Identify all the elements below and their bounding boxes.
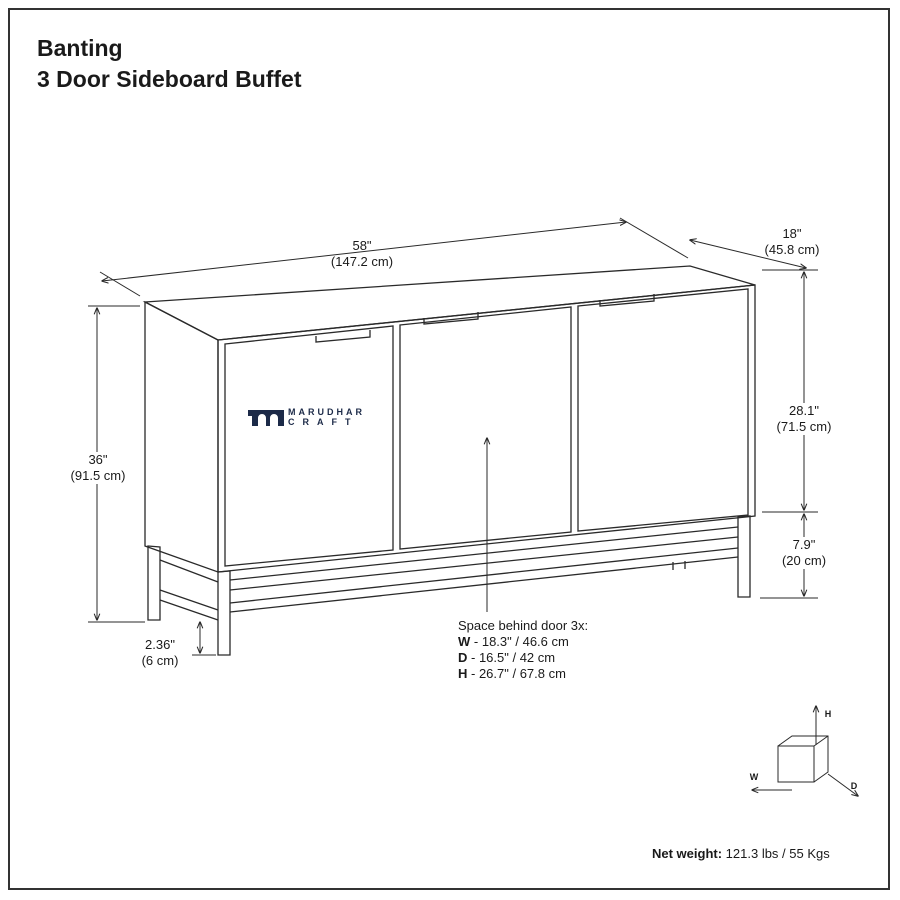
base-frame [147, 515, 751, 656]
door-right [577, 288, 749, 532]
cabinet-front [217, 284, 756, 573]
cabinet-top [142, 265, 756, 341]
logo-text-line1: MARUDHAR [288, 407, 365, 417]
width-label: 58"(147.2 cm) [330, 238, 394, 269]
interior-width: W - 18.3" / 46.6 cm [458, 634, 569, 649]
interior-space-note: Space behind door 3x: W - 18.3" / 46.6 c… [458, 618, 589, 681]
interior-height: H - 26.7" / 67.8 cm [458, 666, 566, 681]
logo-text-line2: CRAFT [288, 417, 359, 427]
product-type: 3 Door Sideboard Buffet [37, 66, 302, 92]
base-height-label: 7.9"(20 cm) [781, 537, 827, 569]
depth-label: 18"(45.8 cm) [764, 226, 820, 257]
handle-right [599, 294, 655, 307]
logo-mark-icon [248, 410, 284, 426]
interior-depth: D - 16.5" / 42 cm [458, 650, 556, 665]
handle-left [315, 330, 371, 343]
axis-d-label: D [850, 781, 858, 791]
diagram-frame [8, 8, 890, 890]
cabinet-height-label: 28.1"(71.5 cm) [776, 403, 832, 435]
door-center [399, 306, 572, 550]
handle-center [423, 312, 479, 325]
axis-w-label: W [749, 772, 759, 782]
cabinet-side [144, 300, 219, 573]
watermark-logo: MARUDHAR CRAFT [248, 406, 365, 428]
product-title: Banting 3 Door Sideboard Buffet [37, 33, 302, 95]
net-weight: Net weight: 121.3 lbs / 55 Kgs [652, 846, 830, 861]
axes-cube-icon [752, 706, 858, 796]
total-height-label: 36"(91.5 cm) [70, 452, 126, 484]
leg-clearance-label: 2.36"(6 cm) [141, 637, 179, 668]
dimension-lines [88, 217, 818, 656]
product-name: Banting [37, 35, 123, 61]
axis-h-label: H [824, 709, 832, 719]
door-left [224, 325, 394, 567]
